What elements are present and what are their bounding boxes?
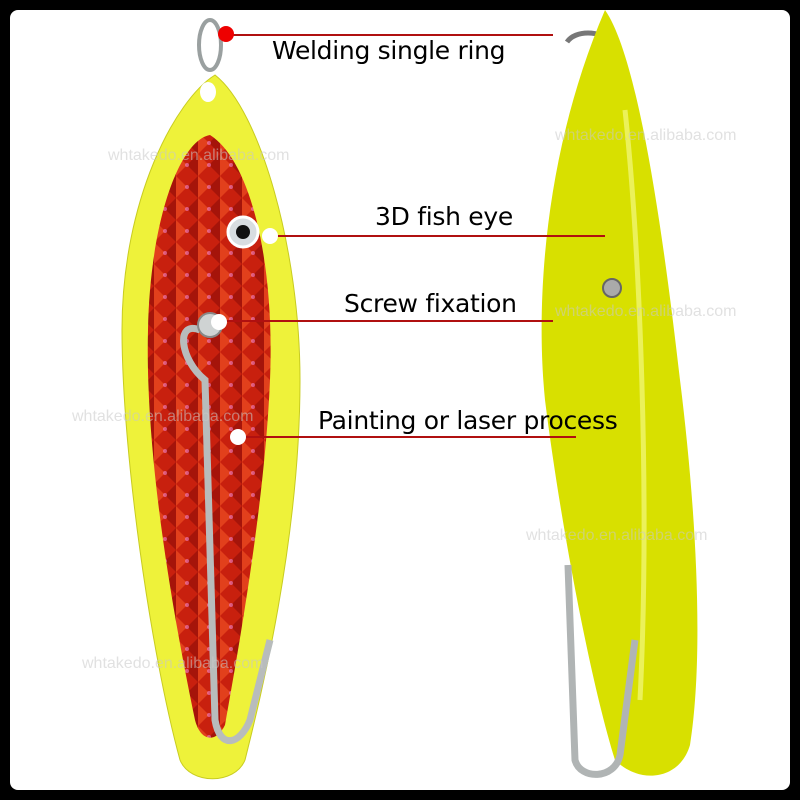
- back-hook: [564, 564, 639, 778]
- callout-label-eye: 3D fish eye: [375, 202, 513, 231]
- watermark: whtakedo.en.alibaba.com: [72, 408, 254, 425]
- back-screw: [602, 278, 622, 298]
- lure-back-body: [541, 10, 698, 776]
- callout-lines: [211, 26, 605, 445]
- watermark: whtakedo.en.alibaba.com: [555, 303, 737, 320]
- watermark: whtakedo.en.alibaba.com: [555, 127, 737, 144]
- callout-dot-ring: [218, 26, 234, 42]
- lure-back: [541, 10, 698, 778]
- callout-label-ring: Welding single ring: [272, 36, 506, 65]
- callout-label-screw: Screw fixation: [344, 289, 517, 318]
- hook: [180, 325, 274, 745]
- lure-front: [121, 18, 301, 780]
- fish-eye-pupil: [236, 225, 250, 239]
- watermark: whtakedo.en.alibaba.com: [526, 527, 708, 544]
- watermark: whtakedo.en.alibaba.com: [108, 147, 290, 164]
- split-ring: [197, 18, 223, 72]
- highlight: [622, 109, 647, 701]
- callout-dot-paint: [230, 429, 246, 445]
- callout-dot-screw: [211, 314, 227, 330]
- callout-label-paint: Painting or laser process: [318, 406, 618, 435]
- watermark: whtakedo.en.alibaba.com: [82, 655, 264, 672]
- callout-dot-eye: [262, 228, 278, 244]
- ring-hole: [200, 82, 216, 102]
